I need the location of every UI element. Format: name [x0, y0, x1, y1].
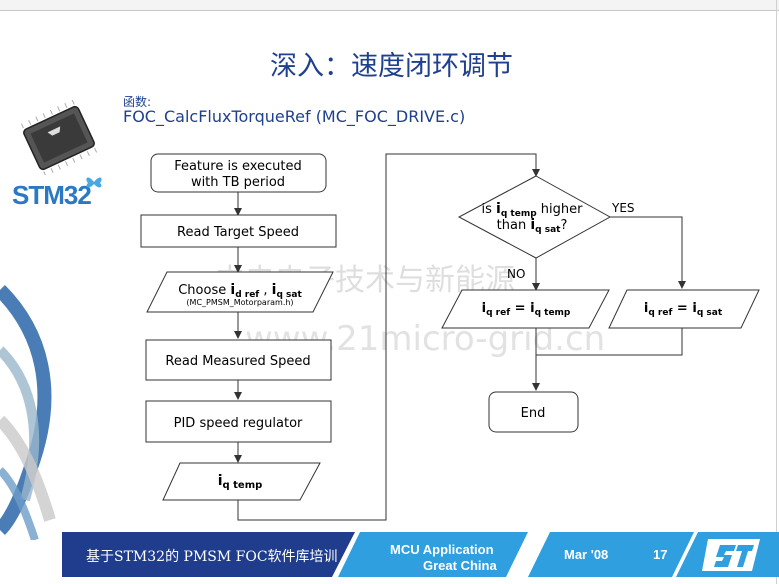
read-target-label: Read Target Speed: [177, 225, 299, 240]
st-logo-icon: [702, 539, 760, 571]
footer-background: [62, 532, 779, 577]
choose-label: Choose id ref , iq sat: [178, 282, 302, 300]
read-target-box: [140, 214, 337, 248]
end-label: End: [521, 406, 546, 421]
read-measured-box: [145, 339, 332, 381]
right-border: [776, 0, 777, 584]
read-measured-label: Read Measured Speed: [165, 354, 310, 369]
decision-line1: is iq temp higher: [482, 201, 584, 219]
footer-course: 基于STM32的 PMSM FOC软件库培训: [86, 549, 338, 565]
assign-right-box: [608, 289, 760, 329]
pid-label: PID speed regulator: [174, 416, 303, 431]
choose-file: (MC_PMSM_Motorparam.h): [186, 298, 293, 307]
top-border: [0, 0, 779, 11]
start-line2: with TB period: [191, 175, 285, 190]
start-line1: Feature is executed: [174, 159, 302, 174]
stm32-logo: STM32: [12, 180, 92, 211]
decorative-ribbon: [0, 285, 56, 540]
assign-right-label: iq ref = iq sat: [644, 301, 723, 318]
footer-date: Mar '08: [564, 547, 609, 562]
assign-left-box: [441, 289, 610, 329]
decision-diamond: [457, 175, 612, 259]
butterfly-icon: [86, 177, 102, 188]
start-box: [150, 153, 327, 193]
footer-dept-line1: MCU Application: [390, 542, 494, 557]
assign-left-label: iq ref = iq temp: [482, 301, 571, 318]
footer-dept-line2: Great China: [423, 558, 497, 573]
function-name: FOC_CalcFluxTorqueRef (MC_FOC_DRIVE.c): [123, 107, 466, 126]
yes-label: YES: [611, 201, 635, 215]
stm32-logo-text: STM32: [12, 180, 92, 210]
iq-temp-label: iq temp: [218, 473, 263, 491]
chip-image: [20, 100, 98, 175]
footer-page-number: 17: [653, 547, 668, 562]
end-box: [488, 391, 579, 433]
footer: 基于STM32的 PMSM FOC软件库培训 MCU Application G…: [0, 529, 779, 584]
function-label: 函数:: [123, 95, 152, 109]
choose-box: [146, 271, 334, 313]
slide-title: 深入：速度闭环调节: [270, 51, 513, 82]
pid-box: [145, 400, 332, 443]
decision-line2: than iq sat?: [497, 217, 568, 235]
iq-temp-box: [162, 462, 321, 501]
no-label: NO: [507, 267, 525, 281]
